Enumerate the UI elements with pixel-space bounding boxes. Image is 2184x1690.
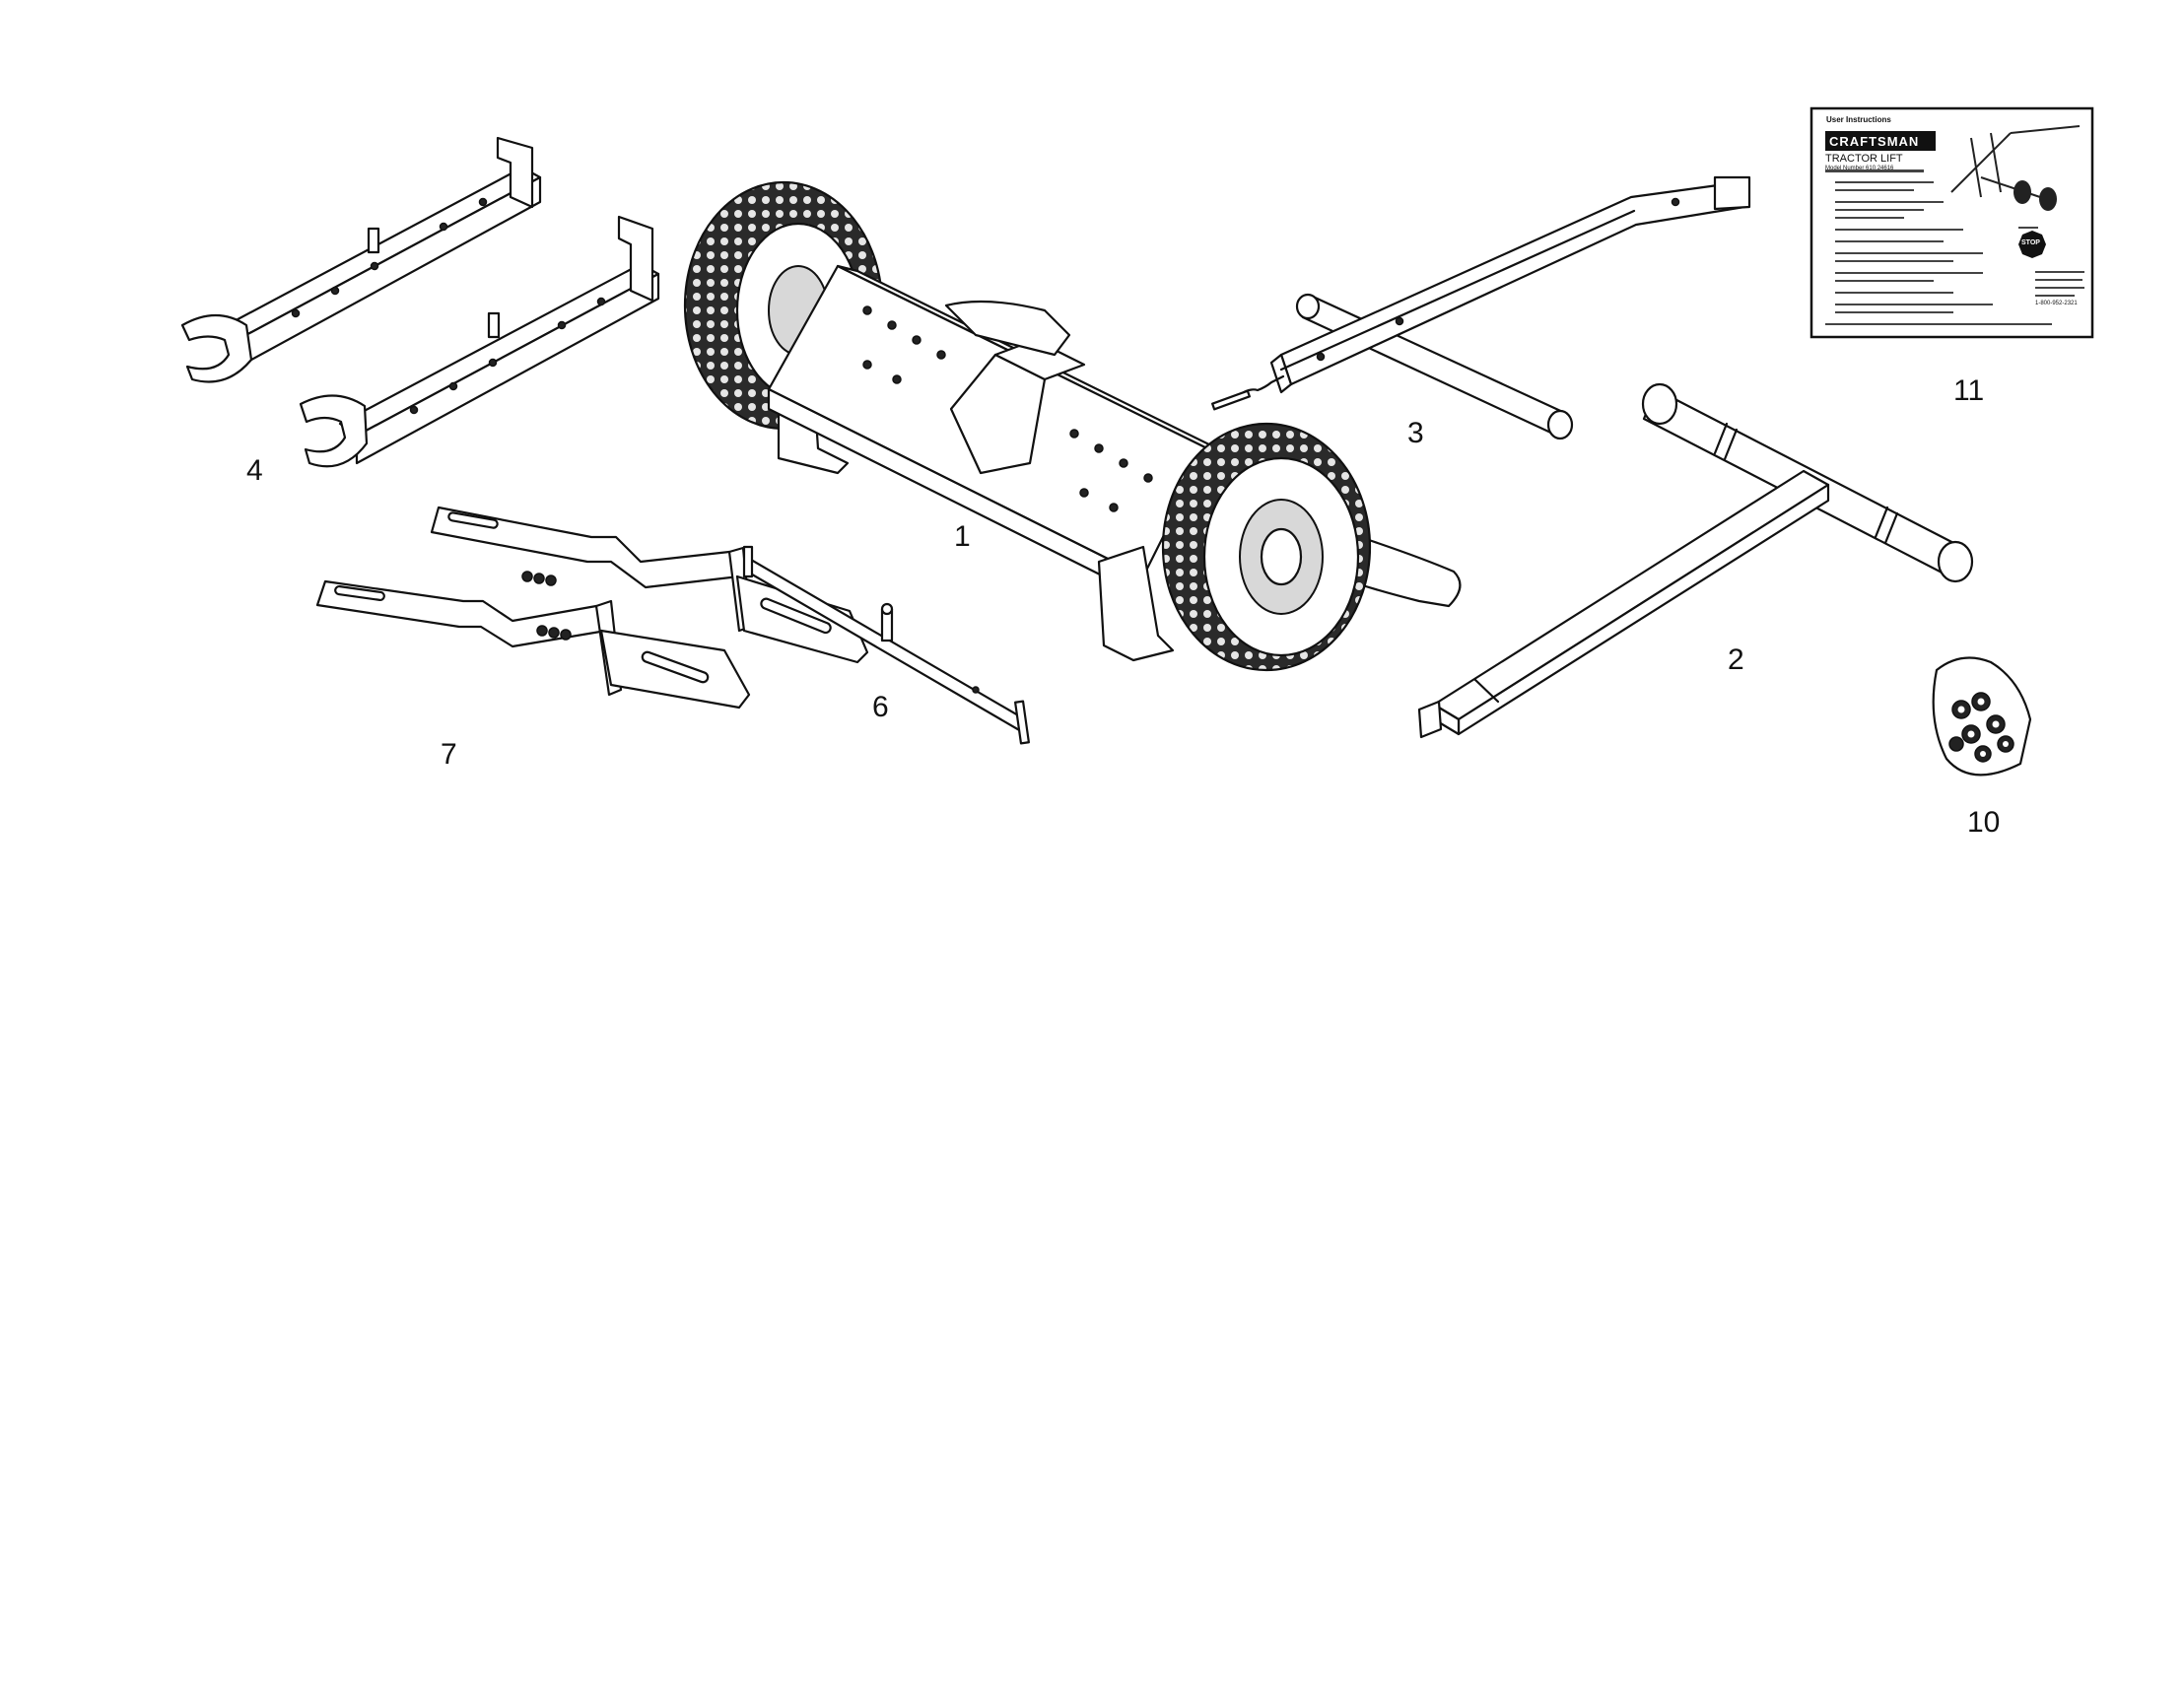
manual-product: TRACTOR LIFT [1825, 153, 1903, 165]
manual-brand: CRAFTSMAN [1829, 134, 1920, 149]
part-3-handle-arm [1211, 175, 1751, 440]
manual-phone: 1-800-952-2321 [2035, 301, 2078, 306]
label-part-1: 1 [954, 520, 971, 553]
part-7-brackets [315, 506, 869, 710]
part-11-instruction-manual [1809, 106, 2094, 339]
label-part-6: 6 [872, 691, 889, 723]
part-6-axle-rod [742, 545, 1030, 745]
manual-header: User Instructions [1826, 115, 1891, 124]
label-part-2: 2 [1728, 643, 1744, 676]
part-2-t-handle [1417, 382, 1974, 739]
label-part-4: 4 [246, 454, 263, 487]
part-10-hardware-bag [1932, 656, 2032, 777]
manual-model: Model Number 610.24616 [1825, 166, 1894, 171]
label-part-3: 3 [1407, 417, 1424, 449]
part-1-axle-frame [683, 180, 1462, 672]
label-part-7: 7 [441, 738, 457, 771]
label-part-11: 11 [1953, 374, 1985, 407]
label-part-10: 10 [1967, 806, 2001, 839]
manual-stop-sign-text: STOP [2021, 239, 2040, 246]
part-4-lift-arms [180, 136, 660, 468]
